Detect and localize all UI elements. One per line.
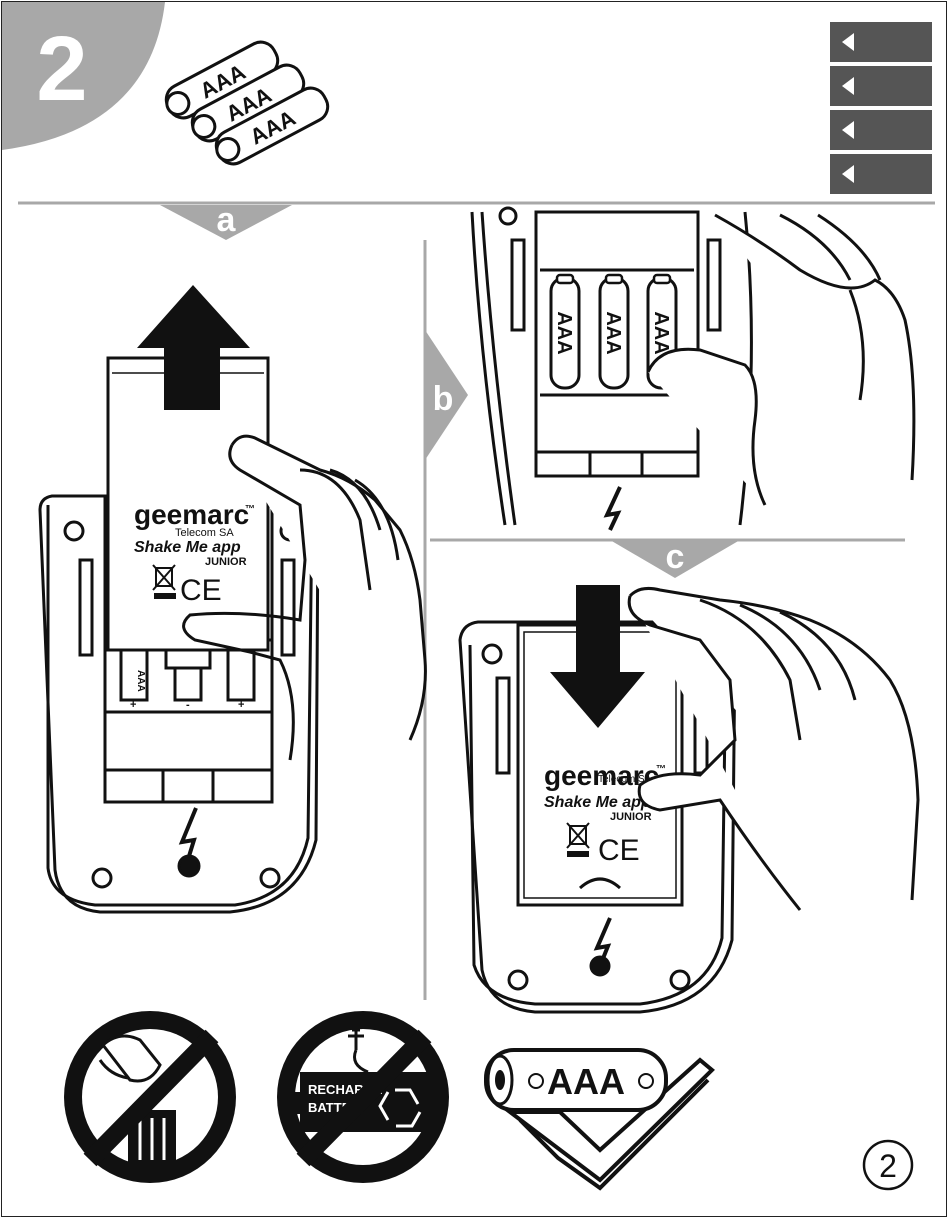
step-a-label: a xyxy=(217,201,237,239)
step-c-label: c xyxy=(666,538,685,576)
language-tab[interactable] xyxy=(830,110,932,150)
svg-text:Shake Me app: Shake Me app xyxy=(544,794,651,811)
ce-mark: CE xyxy=(180,574,222,607)
language-tab[interactable] xyxy=(830,22,932,62)
panel-a-illustration xyxy=(40,285,425,912)
svg-text:CE: CE xyxy=(598,834,640,867)
no-rechargeable-battery-icon: RECHARGE BATTE xyxy=(277,1011,449,1183)
header-batteries-icon: AAA AAA AAA xyxy=(160,37,333,170)
product-model: JUNIOR xyxy=(205,556,247,568)
svg-text:+: + xyxy=(130,699,136,711)
step-b-label: b xyxy=(433,380,454,418)
language-tabs xyxy=(830,22,932,194)
svg-text:-: - xyxy=(186,699,190,711)
svg-text:™: ™ xyxy=(245,504,255,515)
no-household-waste-icon xyxy=(64,1011,236,1183)
svg-text:+: + xyxy=(238,699,244,711)
brand-company: Telecom SA xyxy=(175,527,234,539)
svg-text:™: ™ xyxy=(656,764,666,775)
svg-text:AAA: AAA xyxy=(650,311,672,354)
svg-text:AAA: AAA xyxy=(602,311,624,354)
language-tab[interactable] xyxy=(830,154,932,194)
svg-text:AAA: AAA xyxy=(553,311,575,354)
page-number: 2 xyxy=(879,1148,897,1184)
aaa-battery-label: AAA xyxy=(547,1061,625,1102)
language-tab[interactable] xyxy=(830,66,932,106)
step-number: 2 xyxy=(36,18,87,120)
svg-text:JUNIOR: JUNIOR xyxy=(610,811,652,823)
svg-text:AAA: AAA xyxy=(135,670,146,692)
brand-name: geemarc xyxy=(134,499,249,530)
product-name: Shake Me app xyxy=(134,539,241,556)
aaa-battery-approved-icon: AAA xyxy=(486,1050,712,1188)
